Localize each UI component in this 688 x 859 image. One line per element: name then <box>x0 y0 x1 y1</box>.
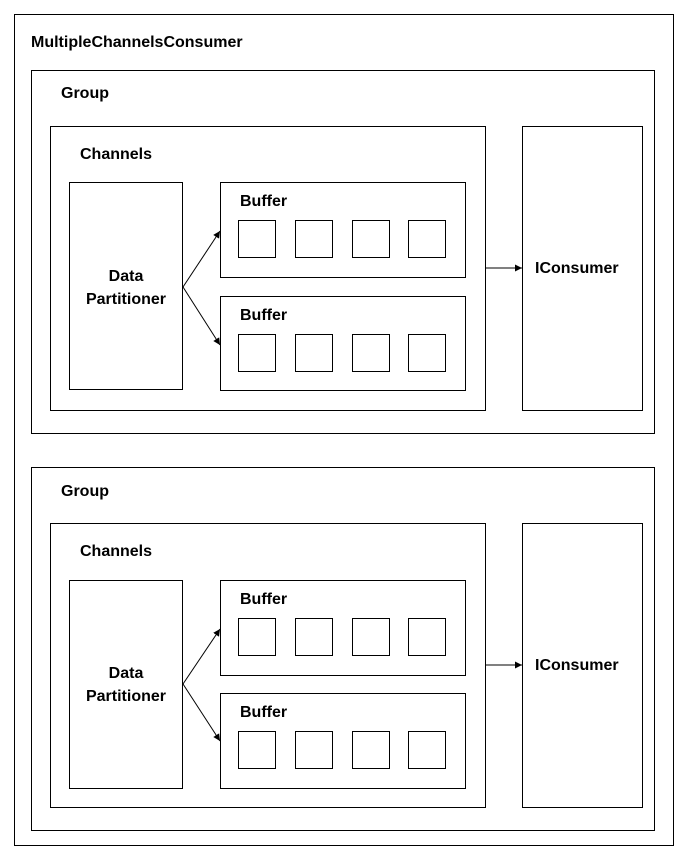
data-partitioner-line1: Data <box>108 268 144 285</box>
buffer-label: Buffer <box>240 193 288 210</box>
outer-title: MultipleChannelsConsumer <box>31 34 243 51</box>
channels-label: Channels <box>80 543 153 560</box>
data-partitioner-line1: Data <box>108 665 144 682</box>
buffer-label: Buffer <box>240 704 288 721</box>
arrow-partitioner-to-buffer <box>182 683 221 742</box>
arrow-partitioner-to-buffer <box>182 230 221 288</box>
buffer-cell <box>352 731 390 769</box>
iconsumer-box <box>522 523 643 808</box>
buffer-label: Buffer <box>240 307 288 324</box>
data-partitioner-box <box>69 182 183 390</box>
buffer-cell <box>295 334 333 372</box>
buffer-cell <box>238 618 276 656</box>
data-partitioner-label: Data Partitioner <box>69 662 183 708</box>
buffer-cell <box>408 731 446 769</box>
data-partitioner-label: Data Partitioner <box>69 265 183 311</box>
arrow-partitioner-to-buffer <box>182 628 221 685</box>
arrow-partitioner-to-buffer <box>182 286 221 346</box>
data-partitioner-line2: Partitioner <box>85 291 166 308</box>
buffer-cell <box>295 220 333 258</box>
group-label: Group <box>61 483 109 500</box>
buffer-cell <box>352 334 390 372</box>
buffer-cell <box>238 334 276 372</box>
buffer-cell <box>408 334 446 372</box>
buffer-cell <box>295 618 333 656</box>
iconsumer-box <box>522 126 643 411</box>
buffer-label: Buffer <box>240 591 288 608</box>
buffer-cell <box>408 618 446 656</box>
buffer-cell <box>352 618 390 656</box>
buffer-cell <box>238 731 276 769</box>
buffer-cell <box>238 220 276 258</box>
group-label: Group <box>61 85 109 102</box>
buffer-cell <box>352 220 390 258</box>
buffer-cell <box>295 731 333 769</box>
iconsumer-label: IConsumer <box>535 657 619 674</box>
iconsumer-label: IConsumer <box>535 260 619 277</box>
data-partitioner-box <box>69 580 183 789</box>
buffer-cell <box>408 220 446 258</box>
channels-label: Channels <box>80 146 153 163</box>
data-partitioner-line2: Partitioner <box>85 688 166 705</box>
